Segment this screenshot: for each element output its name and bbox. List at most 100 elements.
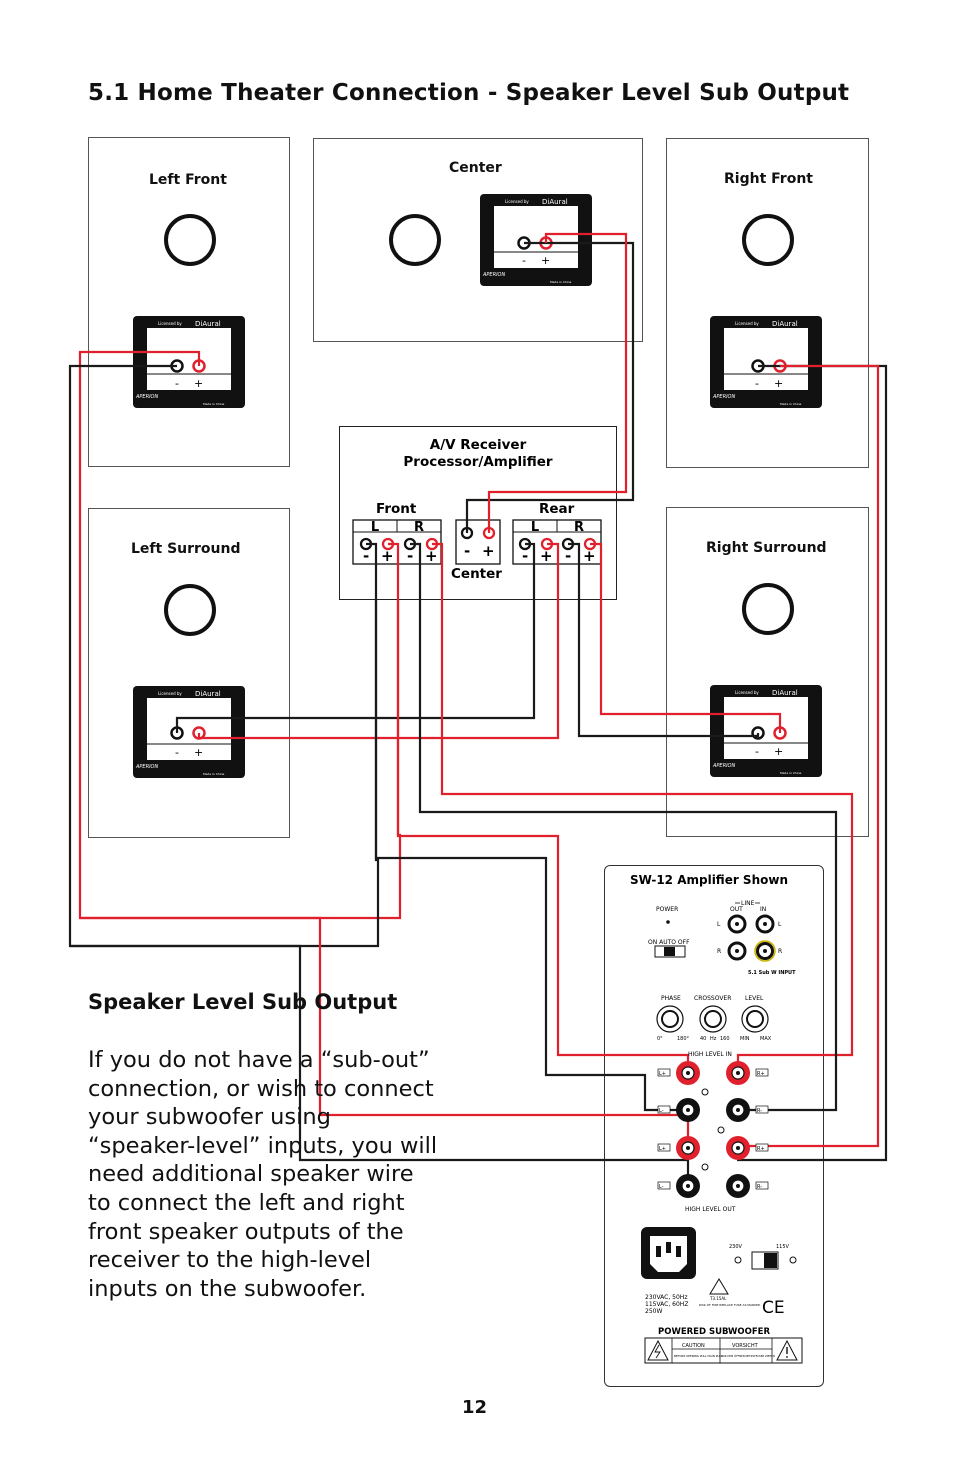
screw-icon [701, 1088, 709, 1096]
right-front-woofer [742, 214, 794, 266]
line-out-label: OUT [730, 906, 743, 913]
right-front-label: Right Front [724, 171, 813, 187]
wire-ls-black [175, 542, 536, 733]
binding-post-lplus-icon [676, 1061, 700, 1085]
front-l-plus-label: + [381, 547, 394, 565]
binding-post-lplus2-icon [676, 1136, 700, 1160]
v230-label: 230V [729, 1244, 743, 1250]
page-number: 12 [462, 1397, 488, 1418]
lightning-warning-icon [647, 1339, 669, 1361]
rminus2-tag [755, 1181, 769, 1190]
front-r-minus-label: - [407, 547, 413, 565]
terminal-plus-label: + [541, 254, 550, 267]
wire-rs-black [568, 542, 760, 738]
binding-post-rplus-icon [726, 1061, 750, 1085]
wire-rf-red [737, 364, 880, 1148]
rear-l-plus-label: + [540, 547, 553, 565]
center-plus-label: + [482, 542, 495, 560]
caution-label: CAUTION [682, 1343, 705, 1349]
level-min-label: MIN [740, 1036, 750, 1042]
center-terminal-plate: - + Licensed by DiAural APERION Made in … [480, 194, 592, 286]
rear-l-minus-label: - [522, 547, 528, 565]
vorsicht-text: VOR DEM ÖFFNEN NETZSTECKER ZIEHEN [721, 1353, 775, 1358]
lminus2-text: L- [659, 1184, 664, 1190]
phase-0-label: 0° [657, 1036, 663, 1042]
line-l-right: L [778, 921, 782, 928]
terminal-minus-label: - [175, 746, 179, 759]
terminal-made: Made in China [203, 772, 225, 776]
rating-1: 230VAC, 50Hz [645, 1294, 687, 1301]
line-r-right: R [778, 948, 782, 955]
left-front-woofer [164, 214, 216, 266]
terminal-maker: APERION [712, 763, 735, 769]
terminal-brand: DiAural [195, 690, 221, 698]
amp-title: SW-12 Amplifier Shown [630, 873, 788, 887]
terminal-brand: DiAural [195, 320, 221, 328]
rear-r-minus-label: - [565, 547, 571, 565]
ac-inlet-icon [641, 1227, 696, 1279]
high-level-terminals: L+ L- L+ L- R+ R- R+ R- [657, 1061, 769, 1198]
wire-lf-red [78, 350, 402, 920]
section-heading: Speaker Level Sub Output [88, 990, 398, 1014]
terminal-minus-label: - [175, 377, 179, 390]
binding-post-rplus2-icon [726, 1136, 750, 1160]
front-l-label: L [371, 520, 379, 535]
wire-sub-rminus-black [410, 542, 838, 1112]
receiver-front-label: Front [376, 501, 417, 517]
powered-subwoofer-label: POWERED SUBWOOFER [658, 1327, 770, 1337]
receiver-center-label: Center [451, 566, 502, 582]
high-level-in-label: HIGH LEVEL IN [688, 1051, 732, 1058]
left-front-terminal-plate: - + Licensed by DiAural APERION Made in … [133, 316, 245, 408]
vorsicht-label: VORSICHT [732, 1343, 759, 1349]
terminal-made: Made in China [203, 402, 225, 406]
left-surround-label: Left Surround [131, 541, 241, 557]
terminal-maker: APERION [482, 272, 505, 278]
wire-sub-rplus-red [432, 542, 854, 1073]
xo-hz-label: Hz [710, 1036, 717, 1042]
power-led-icon [666, 920, 670, 924]
wire-center-red [487, 232, 628, 533]
right-front-terminal-plate: - + Licensed by DiAural APERION Made in … [710, 316, 822, 408]
lplus-tag [657, 1068, 671, 1077]
xo-160-label: 160 [720, 1036, 730, 1042]
terminal-brand: DiAural [772, 320, 798, 328]
front-l-minus-label: - [363, 547, 369, 565]
rplus2-text: R+ [757, 1146, 765, 1152]
high-level-out-label: HIGH LEVEL OUT [685, 1206, 736, 1213]
front-r-plus-label: + [425, 547, 438, 565]
receiver-title-1: A/V Receiver [430, 437, 527, 453]
lplus-text: L+ [659, 1071, 666, 1077]
terminal-made: Made in China [550, 280, 572, 284]
terminal-made: Made in China [780, 771, 802, 775]
left-surround-terminal-plate: - + Licensed by DiAural APERION Made in … [133, 686, 245, 778]
rplus-tag [755, 1068, 769, 1077]
terminal-plus-label: + [194, 746, 203, 759]
rminus-tag [755, 1105, 769, 1114]
binding-post-lminus-icon [676, 1098, 700, 1122]
screw-icon [701, 1163, 709, 1171]
rplus2-tag [755, 1143, 769, 1152]
terminal-maker: APERION [712, 394, 735, 400]
line-r-left: R [717, 948, 721, 955]
terminal-minus-label: - [755, 377, 759, 390]
screw-icon [717, 1126, 725, 1134]
center-woofer [389, 214, 441, 266]
terminal-minus-label: - [755, 745, 759, 758]
right-surround-label: Right Surround [706, 540, 827, 556]
center-minus-label: - [464, 542, 470, 560]
on-auto-off-label: ON AUTO OFF [648, 939, 690, 946]
phase-180-label: 180° [677, 1036, 690, 1042]
terminal-brand: DiAural [542, 198, 568, 206]
subwoofer-amp-panel [604, 865, 824, 1387]
sub-input-label: 5.1 Sub W INPUT [748, 970, 796, 976]
lminus-text: L- [659, 1108, 664, 1114]
center-label: Center [449, 160, 502, 176]
front-r-label: R [414, 520, 424, 535]
body-text: If you do not have a “sub-out” connectio… [88, 1047, 438, 1302]
terminal-licensed: Licensed by [735, 321, 759, 326]
wire-sub-lminus2-black [70, 944, 690, 1186]
lplus2-tag [657, 1143, 671, 1152]
fuse-warning-text: RISK OF FIRE REPLACE FUSE AS MARKED [699, 1303, 761, 1307]
screw-icon [734, 1256, 742, 1264]
